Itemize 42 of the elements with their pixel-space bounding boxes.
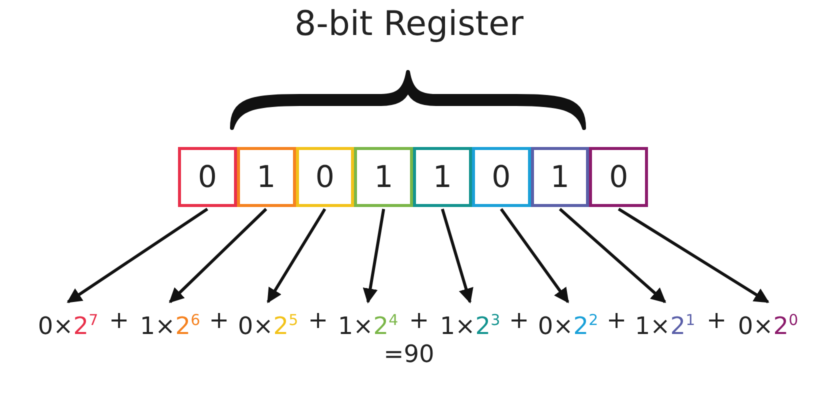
arrow xyxy=(362,208,386,304)
bit-cell: 0 xyxy=(178,147,237,207)
coefficient-text: 1× xyxy=(440,311,476,342)
plus-sign: + xyxy=(108,305,130,336)
coefficient-text: 1× xyxy=(634,311,670,342)
power-text: 2$^{3}$ xyxy=(475,310,500,342)
power-text: 2$^{4}$ xyxy=(373,310,398,342)
plus-sign: + xyxy=(208,305,230,336)
arrow xyxy=(266,208,326,304)
power-text: 2$^{6}$ xyxy=(175,310,200,342)
arrow xyxy=(558,208,666,304)
power-text: 2$^{5}$ xyxy=(273,310,298,342)
power-text: 2$^{2}$ xyxy=(573,310,598,342)
coefficient-text: 0× xyxy=(38,311,74,342)
bit-cell: 1 xyxy=(530,147,590,207)
result-text: =90 xyxy=(382,340,436,368)
coefficient-text: 0× xyxy=(538,311,574,342)
plus-sign: + xyxy=(408,305,430,336)
bit-cell: 0 xyxy=(472,147,530,207)
bit-cell: 1 xyxy=(236,147,296,207)
power-text: 2$^{0}$ xyxy=(773,310,798,342)
power-text: 2$^{1}$ xyxy=(670,310,696,342)
plus-sign: + xyxy=(308,305,328,336)
plus-sign: + xyxy=(606,305,627,336)
arrow xyxy=(168,208,268,304)
bit-cell: 1 xyxy=(354,147,413,207)
arrow xyxy=(440,208,474,304)
coefficient-text: 0× xyxy=(738,311,774,342)
bit-cell: 1 xyxy=(413,147,472,207)
coefficient-text: 1× xyxy=(338,311,374,342)
coefficient-text: 1× xyxy=(140,311,176,342)
power-text: 2$^{7}$ xyxy=(73,310,98,342)
plus-sign: + xyxy=(706,305,727,336)
arrow xyxy=(500,208,570,304)
bit-cell: 0 xyxy=(296,147,354,207)
title: 8-bit Register xyxy=(293,4,525,44)
curly-brace xyxy=(230,70,586,130)
plus-sign: + xyxy=(508,305,530,336)
bit-cell: 0 xyxy=(589,147,648,207)
arrow xyxy=(618,208,770,304)
coefficient-text: 0× xyxy=(238,311,274,342)
arrow xyxy=(66,208,208,304)
